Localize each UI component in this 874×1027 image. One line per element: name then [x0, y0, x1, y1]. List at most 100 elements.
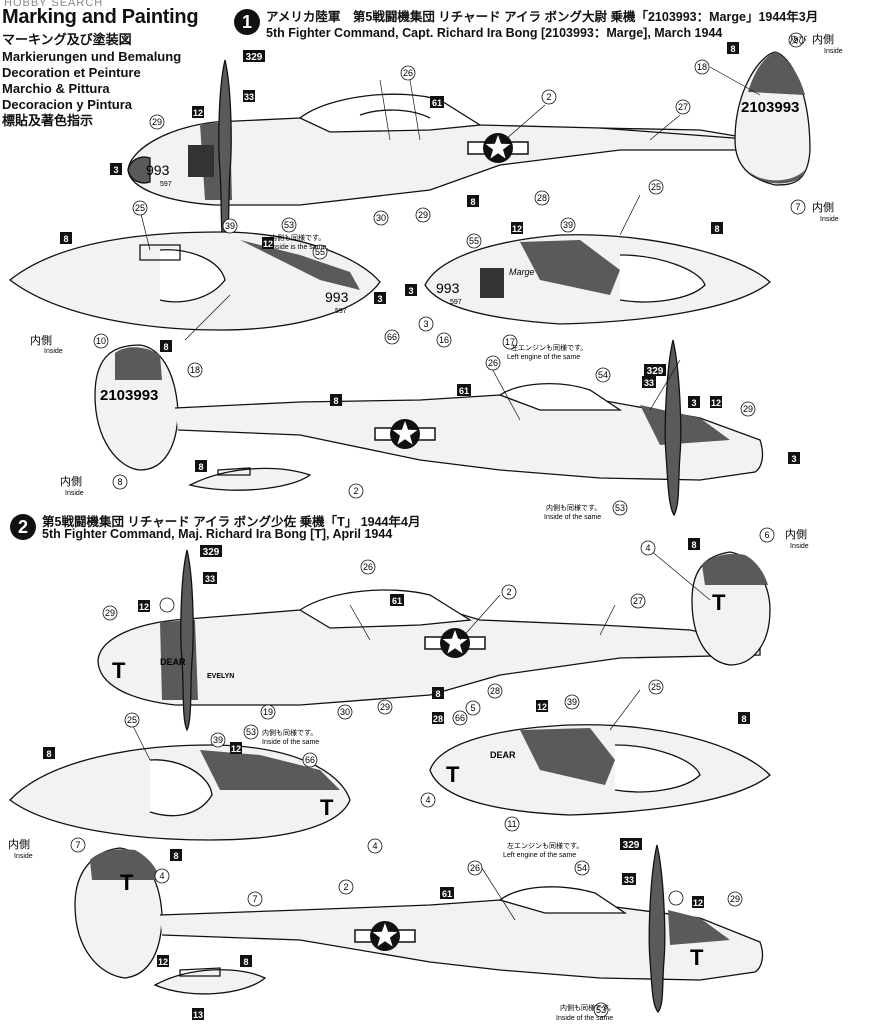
callout-box-329-1: 329 [246, 52, 263, 63]
note-inside-same-en-1: Inside is the same. [270, 244, 328, 251]
aircraft-1-nose-portrait [188, 145, 214, 177]
boxed-callouts: 329 33 12 3 61 8 8 8 3 12 8 12 3 329 33 … [43, 42, 800, 1020]
callout-circle-28-2: 29 [152, 117, 162, 127]
notes: 内側も同様です。 Inside is the same. 左エンジンも同様です。… [8, 32, 843, 1022]
note-naisoku-1: 内側 [812, 32, 834, 46]
callout-circle-3: 3 [423, 319, 428, 329]
note-inside-small-5: Inside [790, 543, 809, 550]
circled-callouts: 2 26 27 28 29 30 5 3 29 18 9 7 25 39 55 6… [70, 32, 806, 1018]
aircraft-2-nose-name: EVELYN [207, 673, 234, 680]
note-and-jp: 及び [789, 35, 807, 45]
callout-box-3-1: 3 [113, 165, 118, 175]
callout-box-3-2: 3 [377, 294, 382, 304]
callout-box-329-2: 329 [647, 366, 664, 377]
callout-box-8-12: 8 [173, 851, 178, 861]
callout-box-61-3: 61 [392, 596, 402, 606]
callout-circle-28-1: 29 [418, 210, 428, 220]
watermark: HOBBY SEARCH [4, 0, 104, 9]
subtitle-es: Decoracion y Pintura [2, 97, 133, 112]
callout-box-8-7: 8 [198, 462, 203, 472]
callout-box-8-8: 8 [691, 540, 696, 550]
callout-circle-7-1: 7 [75, 840, 80, 850]
page-title: Marking and Painting [2, 6, 199, 28]
callout-box-8-3: 8 [63, 234, 68, 244]
callout-circle-27-1: 28 [537, 193, 547, 203]
callout-circle-27-2: 28 [490, 686, 500, 696]
callout-circle-30-3: 39 [213, 735, 223, 745]
callout-box-12-9: 12 [158, 957, 168, 967]
note-naisoku-4: 内側 [60, 474, 82, 488]
note-inside-small-4: Inside [65, 490, 84, 497]
aircraft-2-nose-art: DEAR [160, 657, 186, 667]
callout-box-12-2: 12 [263, 239, 273, 249]
note-left-engine-en-1: Left engine of the same [507, 354, 580, 361]
callout-box-8-2: 8 [730, 44, 735, 54]
note-naisoku-3: 内側 [30, 333, 52, 347]
callout-circle-28-5: 29 [105, 608, 115, 618]
callout-circle-24-1: 25 [135, 203, 145, 213]
callout-circle-17: 17 [505, 337, 515, 347]
callout-circle-25-4: 26 [470, 863, 480, 873]
note-inside-same-jp-2: 内側も同様です。 [546, 503, 601, 512]
callout-circle-29-1: 30 [376, 213, 386, 223]
aircraft-1-engine2-nose-small: 597 [450, 299, 462, 306]
callout-box-61-1: 61 [432, 98, 442, 108]
callout-box-13: 13 [193, 1010, 203, 1020]
callout-circle-5: 5 [470, 703, 475, 713]
callout-box-61-4: 61 [442, 889, 452, 899]
aircraft-2-engine-letter: T [320, 795, 334, 820]
aircraft-1-engine-nose-number: 993 [325, 289, 349, 305]
callout-box-8-5: 8 [333, 396, 338, 406]
note-inside-of-same-3: Inside of the same [556, 1015, 613, 1022]
callout-circle-54-2: 66 [455, 713, 465, 723]
note-inside-same-jp-1: 内側も同様です。 [270, 233, 325, 242]
callout-box-33-1: 33 [244, 92, 254, 102]
aircraft-1-right-engine [424, 234, 771, 325]
aircraft-1-tail-serial-2: 2103993 [100, 387, 158, 404]
note-inside-same-jp-4: 内側も同様です。 [560, 1003, 615, 1012]
note-inside-small-1: Inside [824, 48, 843, 55]
aircraft-2-left-engine [9, 744, 351, 841]
subtitle-de: Markierungen und Bemalung [2, 49, 182, 64]
callout-circle-29-2: 30 [340, 707, 350, 717]
callout-circle-53-1: 55 [315, 247, 325, 257]
callout-circle-53-2: 55 [469, 236, 479, 246]
callout-circle-18-2: 18 [190, 365, 200, 375]
callout-box-12-1: 12 [193, 108, 203, 118]
callout-circle-4-4: 4 [159, 871, 164, 881]
callout-box-12-8: 12 [693, 898, 703, 908]
scheme-1-number: 1 [234, 9, 260, 35]
note-left-engine-en-2: Left engine of the same [503, 852, 576, 859]
subtitle-cn: 標貼及著色指示 [2, 113, 94, 128]
note-naisoku-6: 内側 [8, 837, 30, 851]
note-inside-of-same-2: Inside of the same [262, 739, 319, 746]
aircraft-1-engine-portrait [480, 268, 504, 298]
scheme-1-title-en: 5th Fighter Command, Capt. Richard Ira B… [266, 26, 723, 40]
callout-circle-28-6: 29 [730, 894, 740, 904]
callout-box-8-13: 8 [243, 957, 248, 967]
callout-box-329-3: 329 [203, 547, 220, 558]
callout-box-3-3: 3 [408, 286, 413, 296]
callout-circle-25-1: 26 [403, 68, 413, 78]
note-naisoku-2: 内側 [812, 200, 834, 214]
callout-box-12-4: 12 [711, 398, 721, 408]
callout-circle-2-4: 2 [343, 882, 348, 892]
aircraft-1-engine2-nose-number: 993 [436, 280, 460, 296]
note-inside-small-6: Inside [14, 853, 33, 860]
scheme-2-title-jp: 第5戦闘機集団 リチャード アイラ ボング少佐 乗機「T」 1944年4月 [42, 515, 421, 529]
callout-circle-26-2: 27 [633, 596, 643, 606]
callout-circle-24-3: 25 [127, 715, 137, 725]
aircraft-2-tail-letter-2: T [120, 870, 134, 895]
callout-circle-35-2: 54 [577, 863, 587, 873]
callout-box-329-4: 329 [623, 840, 640, 851]
callout-box-3-4: 3 [691, 398, 696, 408]
callout-box-3-5: 3 [791, 454, 796, 464]
callout-circle-30-4: 39 [567, 697, 577, 707]
callout-circle-10-1: 9 [793, 35, 798, 45]
aircraft-1-engine-nose-small: 597 [335, 308, 347, 315]
callout-box-12-5: 12 [139, 602, 149, 612]
subtitle-it: Marchio & Pittura [2, 81, 110, 96]
aircraft-2-tail-letter: T [712, 590, 726, 615]
callout-circle-28-3: 29 [743, 404, 753, 414]
